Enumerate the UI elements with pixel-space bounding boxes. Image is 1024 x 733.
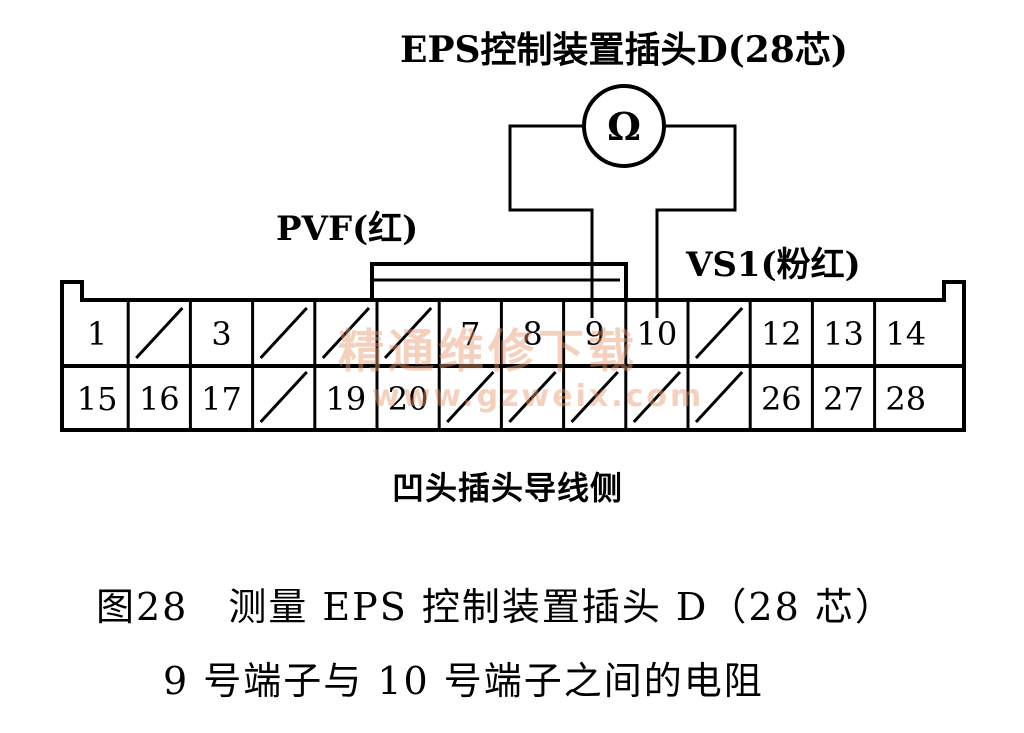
terminal-cell: 13 — [823, 302, 877, 364]
blank-slash — [632, 370, 682, 424]
ohm-symbol: Ω — [607, 104, 641, 149]
terminal-cell-blank — [321, 302, 379, 364]
terminal-number: 28 — [885, 380, 926, 418]
terminal-cell-blank — [694, 366, 752, 428]
terminal-number: 27 — [823, 380, 864, 418]
blank-slash — [570, 370, 619, 424]
connector-side-label: 凹头插头导线侧 — [392, 469, 624, 507]
blank-slash — [259, 370, 308, 424]
watermark-text: 精通维修下载 — [338, 324, 638, 378]
vs1-wire-label: VS1(粉红) — [686, 245, 861, 285]
terminal-cell: 12 — [761, 302, 814, 364]
terminal-cell: 16 — [139, 366, 192, 428]
terminal-number: 26 — [761, 380, 802, 418]
terminal-cell-blank — [570, 366, 628, 428]
connector-outline — [60, 280, 966, 432]
terminal-cell-blank — [446, 366, 503, 428]
terminal-cell: 8 — [522, 302, 566, 364]
figure-caption-line1: 图28 测量 EPS 控制装置插头 D（28 芯） — [96, 585, 895, 629]
terminal-cell-blank — [632, 366, 690, 428]
terminal-number: 17 — [201, 380, 242, 418]
blank-slash — [508, 370, 557, 424]
terminal-number: 13 — [823, 315, 864, 353]
terminal-cell: 19 — [326, 366, 379, 428]
terminal-number: 8 — [522, 315, 542, 353]
terminal-cell: 26 — [761, 366, 814, 428]
blank-slash — [321, 306, 371, 360]
blank-slash — [446, 370, 495, 424]
terminal-cell-blank — [135, 302, 192, 364]
terminal-number: 15 — [77, 380, 118, 418]
terminal-number: 12 — [761, 315, 802, 353]
terminal-cell: 17 — [201, 366, 255, 428]
terminal-cell: 15 — [77, 366, 130, 428]
terminal-cell: 14 — [885, 315, 926, 353]
terminal-number: 19 — [326, 380, 367, 418]
blank-slash — [135, 306, 184, 360]
terminal-number: 7 — [460, 315, 480, 353]
blank-slash — [694, 306, 744, 360]
figure-caption-line2: 9 号端子与 10 号端子之间的电阻 — [163, 659, 764, 703]
terminal-number: 20 — [388, 380, 429, 418]
terminal-number: 9 — [585, 315, 605, 353]
terminal-number: 10 — [637, 315, 678, 353]
terminal-cell-blank — [259, 302, 317, 364]
terminal-row-bottom: 15 16 17 19 20 26 27 28 — [77, 366, 926, 428]
terminal-number: 14 — [885, 315, 926, 353]
probe-lead-right — [655, 124, 737, 318]
terminal-cell-blank — [694, 302, 752, 364]
pvf-wire-label: PVF(红) — [276, 209, 419, 249]
terminal-cell-blank — [383, 302, 441, 364]
blank-slash — [259, 306, 308, 360]
blank-slash — [694, 370, 744, 424]
watermark-url: www.gzweix.com — [372, 379, 705, 414]
terminal-cell: 9 — [585, 302, 628, 364]
blank-slash — [383, 306, 433, 360]
terminal-cell-blank — [259, 366, 317, 428]
terminal-cell: 20 — [388, 366, 441, 428]
terminal-number: 3 — [211, 315, 231, 353]
terminal-number: 16 — [139, 380, 180, 418]
terminal-number: 1 — [87, 315, 107, 353]
terminal-cell: 27 — [823, 366, 877, 428]
terminal-cell: 1 — [87, 302, 130, 364]
terminal-cell-blank — [508, 366, 566, 428]
connector-title: EPS控制装置插头D(28芯) — [400, 29, 848, 71]
terminal-cell: 7 — [460, 302, 503, 364]
terminal-cell: 3 — [211, 302, 255, 364]
terminal-cell: 10 — [637, 302, 690, 364]
pvf-wire-bracket — [370, 262, 628, 300]
terminal-cell: 28 — [885, 380, 926, 418]
probe-lead-left — [508, 124, 594, 318]
